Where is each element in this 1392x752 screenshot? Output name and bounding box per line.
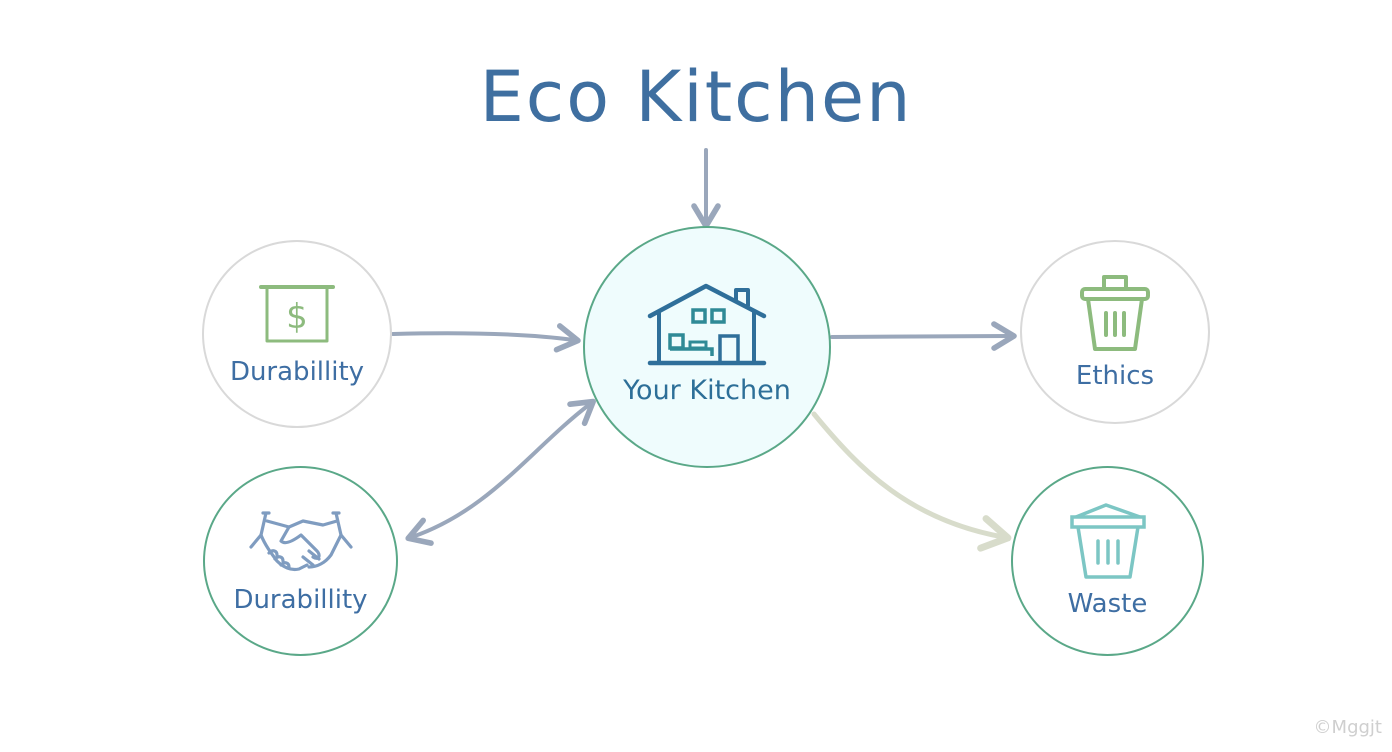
handshake-icon (247, 507, 355, 579)
node-label: Waste (1067, 589, 1148, 619)
arrow-durability-to-center (391, 323, 581, 353)
house-icon (646, 282, 768, 370)
node-label: Your Kitchen (623, 375, 791, 406)
node-durability-bottom-left: Durabillity (203, 466, 398, 656)
watermark: ©Mggjt (1313, 717, 1382, 738)
trash-bin-icon (1068, 503, 1148, 583)
svg-text:$: $ (286, 297, 308, 337)
node-waste: Waste (1011, 466, 1204, 656)
node-label: Durabillity (229, 357, 365, 387)
node-ethics: Ethics (1020, 240, 1210, 424)
diagram-title: Eco Kitchen (479, 56, 913, 138)
trash-bin-icon (1079, 273, 1151, 355)
arrow-center-to-waste (811, 411, 1012, 552)
node-label: Ethics (1075, 361, 1155, 391)
node-your-kitchen: Your Kitchen (583, 226, 831, 468)
node-durability-top-left: $ Durabillity (202, 240, 392, 428)
arrow-center-to-durability-bidirectional (405, 398, 596, 546)
node-label: Durabillity (233, 585, 368, 615)
arrow-center-to-ethics (830, 321, 1017, 351)
dollar-box-icon: $ (257, 281, 337, 351)
